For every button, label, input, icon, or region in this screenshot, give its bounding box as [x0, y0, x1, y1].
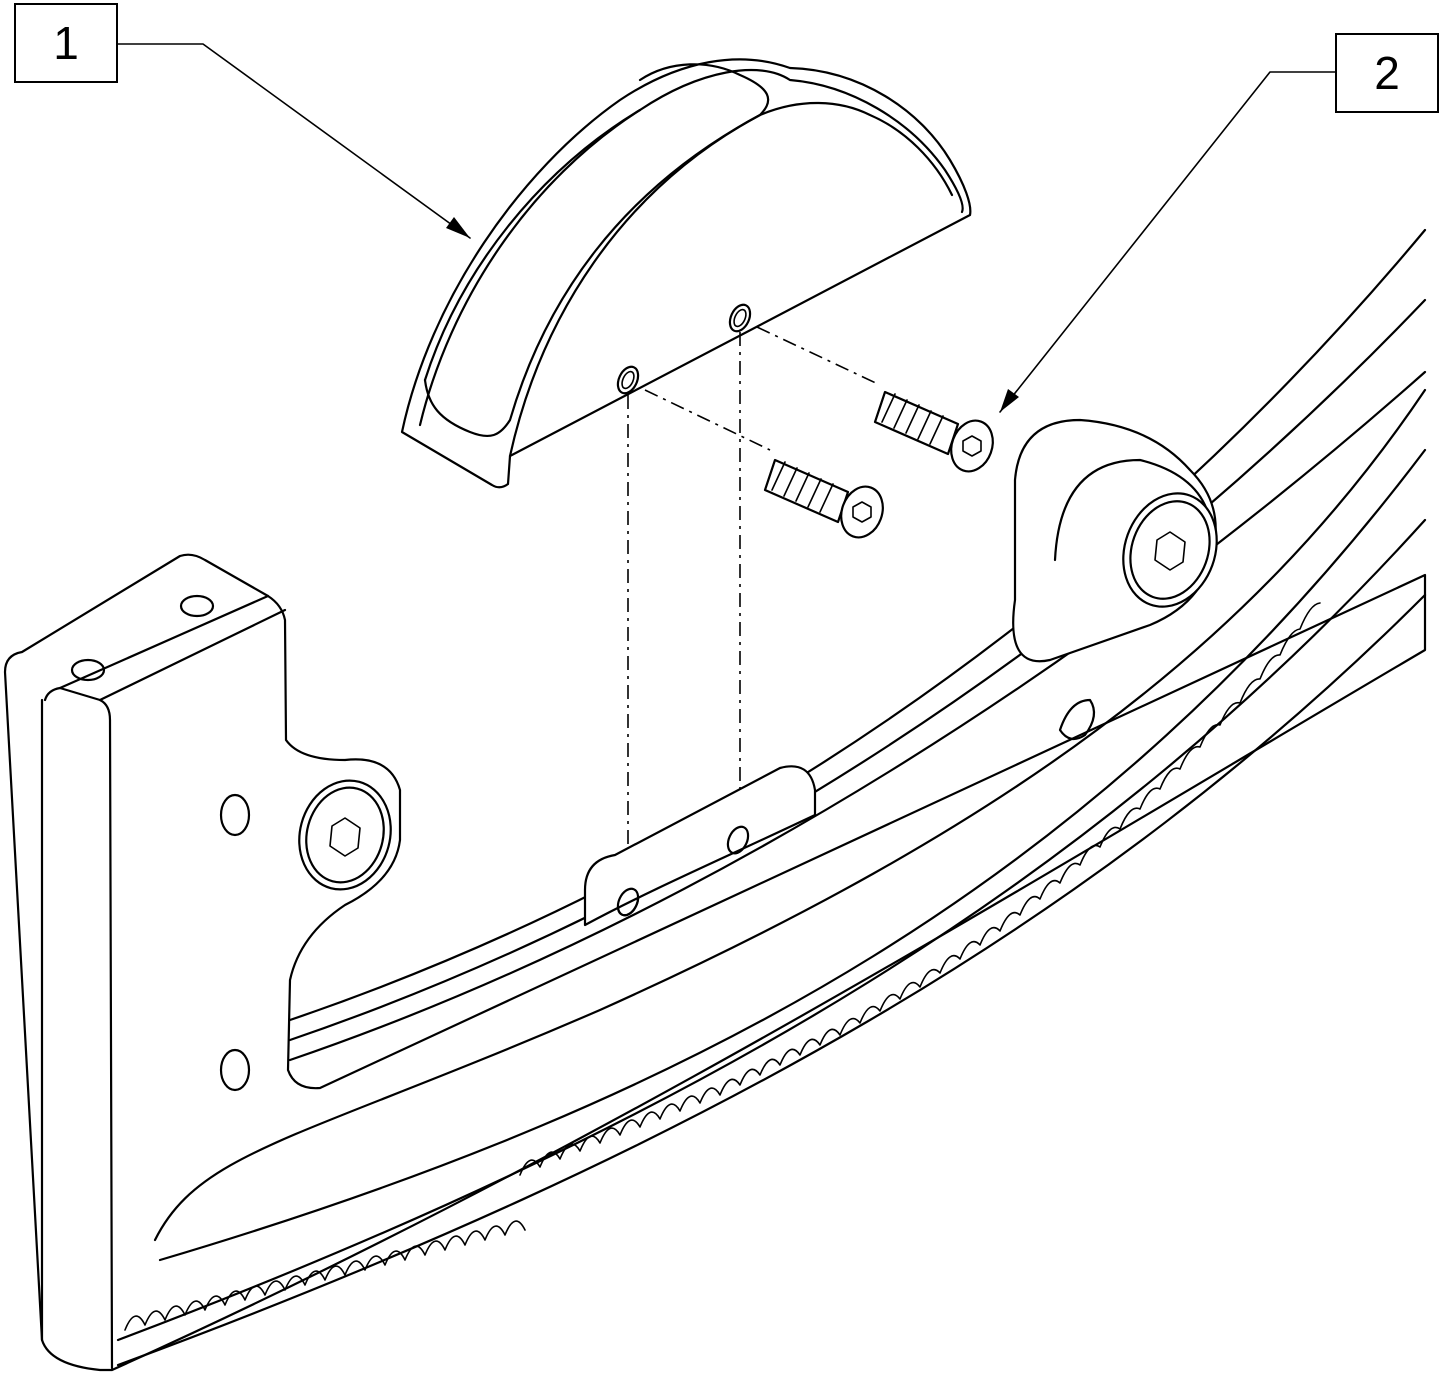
callout-label-2: 2: [1335, 33, 1439, 113]
curved-base-part: [3, 228, 1427, 1372]
callout-label-1: 1: [14, 3, 118, 83]
fender-cover-part: [400, 58, 972, 489]
assembly-lines: [627, 326, 881, 858]
leader-line-2: [999, 71, 1336, 413]
leader-line-1: [117, 43, 471, 239]
screw-lower: [763, 458, 884, 539]
screw-upper: [873, 390, 994, 473]
